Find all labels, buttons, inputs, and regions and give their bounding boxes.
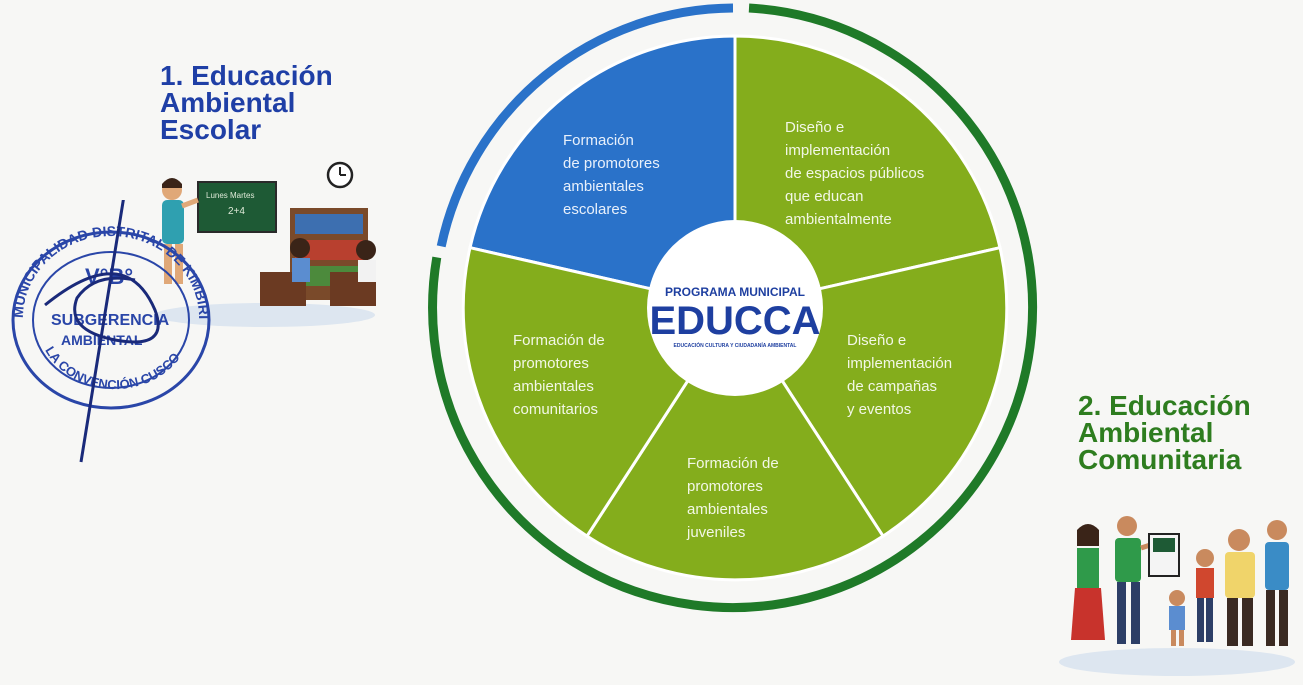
segment-text-escolares: Formación de promotores ambientales esco… [563, 132, 664, 218]
stamp-inner-text-1: SUBGERENCIA [51, 312, 170, 329]
community-illustration [1059, 516, 1295, 676]
segment-espacios-publicos [733, 34, 1002, 310]
center-program-label: PROGRAMA MUNICIPAL [665, 285, 805, 299]
outer-ring-green [428, 3, 1038, 612]
center-hub [647, 220, 823, 396]
outer-ring-blue [436, 3, 734, 248]
svg-text:2+4: 2+4 [228, 206, 245, 217]
stamp-bottom-text: LA CONVENCIÓN CUSCO [42, 344, 182, 393]
signature-scribble [44, 200, 160, 463]
segment-text-campanas: Diseño e implementación de campañas y ev… [847, 332, 956, 418]
child-figure [1169, 590, 1185, 646]
segment-text-juveniles: Formación de promotores ambientales juve… [686, 455, 783, 541]
center-educca-logo: EDUCCA [649, 299, 820, 343]
label-educacion-escolar: 1. Educación Ambiental Escolar [160, 60, 333, 145]
classroom-illustration: Lunes Martes 2+4 [155, 161, 376, 327]
segment-text-espacios-publicos: Diseño e implementación de espacios públ… [785, 119, 928, 228]
man-with-banner-figure [1115, 516, 1180, 644]
boy-figure [1196, 549, 1214, 642]
teacher-figure [162, 178, 199, 284]
segment-text-comunitarios: Formación de promotores ambientales comu… [513, 332, 609, 418]
segment-escolares [468, 34, 737, 310]
educca-wheel-diagram: Formación de promotores ambientales esco… [428, 3, 1038, 612]
center-subtitle: EDUCACIÓN CULTURA Y CIUDADANÍA AMBIENTAL [674, 341, 797, 349]
older-man-figure [1225, 529, 1255, 646]
clock-icon [326, 161, 354, 189]
students-desks [260, 238, 376, 306]
man-right-figure [1265, 520, 1289, 646]
chalkboard-text: Lunes Martes [206, 191, 254, 200]
svg-text:LA CONVENCIÓN CUSCO: LA CONVENCIÓN CUSCO [42, 344, 182, 393]
segment-juveniles [584, 305, 886, 582]
chalkboard-icon [197, 181, 277, 233]
official-stamp: MUNICIPALIDAD DISTRITAL DE KIMBIRI V°B° … [10, 200, 212, 463]
woman-figure [1071, 524, 1105, 640]
label-educacion-comunitaria: 2. Educación Ambiental Comunitaria [1078, 390, 1251, 475]
